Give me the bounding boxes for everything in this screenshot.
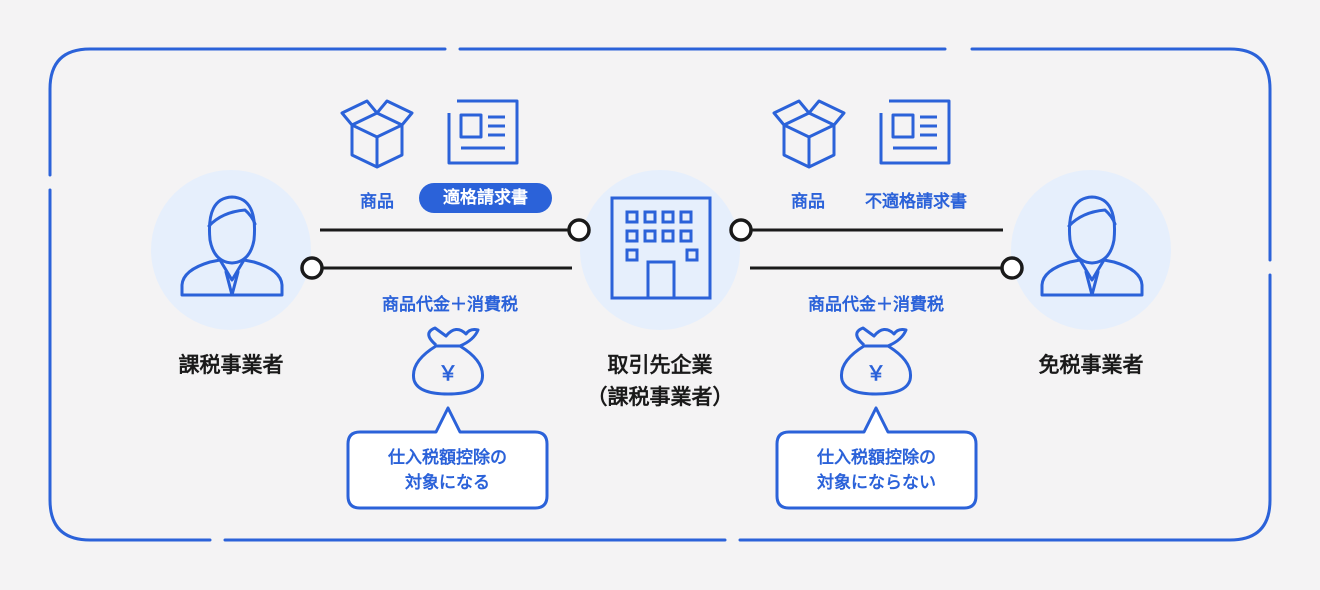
- left-callout-line1: 仕入税額控除の: [388, 448, 507, 468]
- center-party-label: 取引先企業: [607, 353, 713, 377]
- right-callout-line2: 対象にならない: [817, 473, 936, 493]
- left-payment-flow-line: [300, 256, 572, 280]
- right-callout-bubble: [775, 406, 978, 510]
- left-callout-bubble: [346, 406, 549, 510]
- document-icon: [447, 99, 519, 165]
- left-party-label: 課税事業者: [178, 353, 284, 377]
- money-bag-icon: [411, 326, 485, 396]
- right-goods-label: 商品: [791, 192, 825, 212]
- document-icon: [879, 99, 951, 165]
- person-icon: [180, 195, 284, 297]
- left-payment-label: 商品代金＋消費税: [382, 295, 518, 315]
- left-goods-flow-line: [320, 218, 591, 242]
- left-callout-line2: 対象になる: [405, 473, 490, 493]
- person-icon: [1040, 195, 1144, 297]
- right-party-circle: [1011, 170, 1171, 330]
- center-party-sublabel: （課税事業者）: [586, 385, 734, 409]
- right-goods-flow-line: [729, 218, 1003, 242]
- box-icon: [772, 99, 846, 169]
- box-icon: [340, 99, 414, 169]
- yen-symbol: ￥: [438, 361, 458, 385]
- right-payment-label: 商品代金＋消費税: [808, 295, 944, 315]
- right-callout-line1: 仕入税額控除の: [817, 448, 936, 468]
- left-party-circle: [151, 170, 311, 330]
- center-party-circle: [580, 170, 740, 330]
- yen-symbol: ￥: [866, 361, 886, 385]
- money-bag-icon: [839, 326, 913, 396]
- outer-frame: [48, 47, 1272, 542]
- left-goods-label: 商品: [360, 192, 394, 212]
- building-icon: [610, 196, 712, 300]
- unqualified-invoice-label: 不適格請求書: [865, 192, 967, 212]
- right-payment-flow-line: [750, 256, 1024, 280]
- qualified-invoice-badge: 適格請求書: [419, 183, 552, 213]
- right-party-label: 免税事業者: [1038, 353, 1144, 377]
